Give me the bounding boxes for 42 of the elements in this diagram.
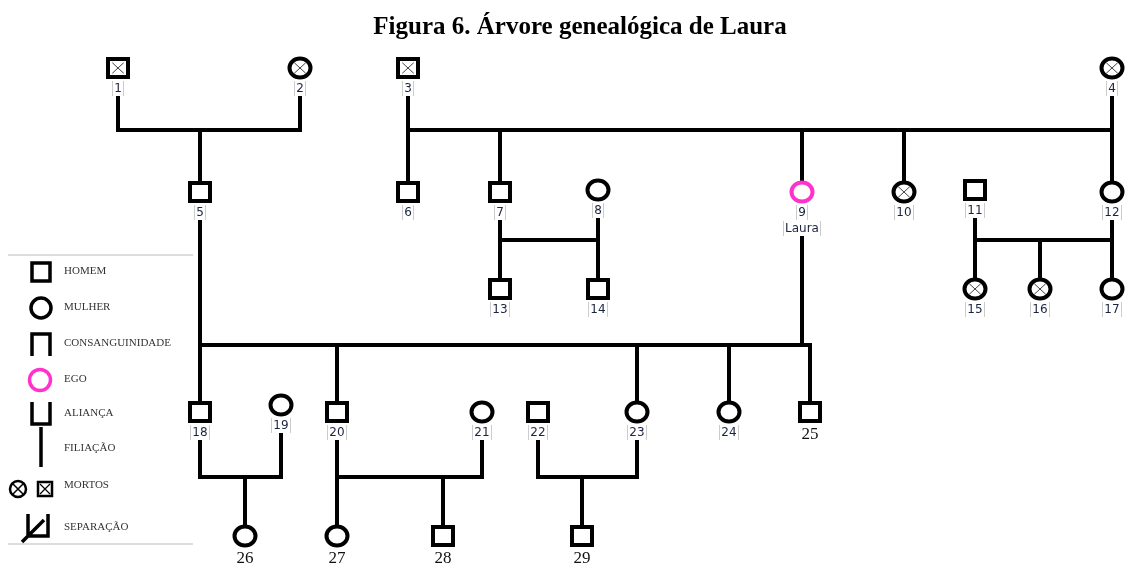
- person-number: 6: [402, 205, 414, 220]
- kinship-line: [333, 437, 486, 527]
- person-number: 4: [1106, 81, 1118, 96]
- person-number: 12: [1102, 205, 1122, 220]
- person-number: 7: [494, 205, 506, 220]
- kinship-line: [534, 437, 641, 527]
- person-number: 22: [528, 425, 548, 440]
- diagram-title: Figura 6. Árvore genealógica de Laura: [372, 12, 788, 40]
- person-number: 1: [112, 81, 124, 96]
- legend-label: CONSANGUINIDADE: [64, 336, 171, 348]
- legend-label: SEPARAÇÃO: [64, 520, 129, 532]
- person-number: 16: [1030, 302, 1050, 317]
- kinship-line: [196, 430, 285, 527]
- person-number: 17: [1102, 302, 1122, 317]
- person-number: 23: [627, 425, 647, 440]
- person-number: 8: [592, 203, 604, 218]
- person-number: 20: [327, 425, 347, 440]
- person-name: Laura: [783, 221, 821, 236]
- legend-label: EGO: [64, 372, 87, 384]
- person-number: 5: [194, 205, 206, 220]
- legend-label: ALIANÇA: [64, 406, 114, 418]
- kinship-line: [496, 215, 602, 280]
- person-number: 18: [190, 425, 210, 440]
- kinship-line: [404, 93, 1116, 183]
- person-number: 11: [965, 203, 985, 218]
- person-number: 9: [796, 205, 808, 220]
- kinship-line: [114, 93, 304, 183]
- person-number: 15: [965, 302, 985, 317]
- legend-label: HOMEM: [64, 264, 107, 276]
- person-number: 19: [271, 418, 291, 433]
- person-number: 3: [402, 81, 414, 96]
- person-number: 13: [490, 302, 510, 317]
- person-number: 21: [472, 425, 492, 440]
- legend-label: MORTOS: [64, 478, 109, 490]
- kinship-line: [196, 217, 814, 403]
- person-number: 10: [894, 205, 914, 220]
- legend-label: FILIAÇÃO: [64, 441, 116, 453]
- kinship-line: [971, 215, 1116, 280]
- legend-label: MULHER: [64, 300, 111, 312]
- person-number: 14: [588, 302, 608, 317]
- person-number: 24: [719, 425, 739, 440]
- person-number: 2: [294, 81, 306, 96]
